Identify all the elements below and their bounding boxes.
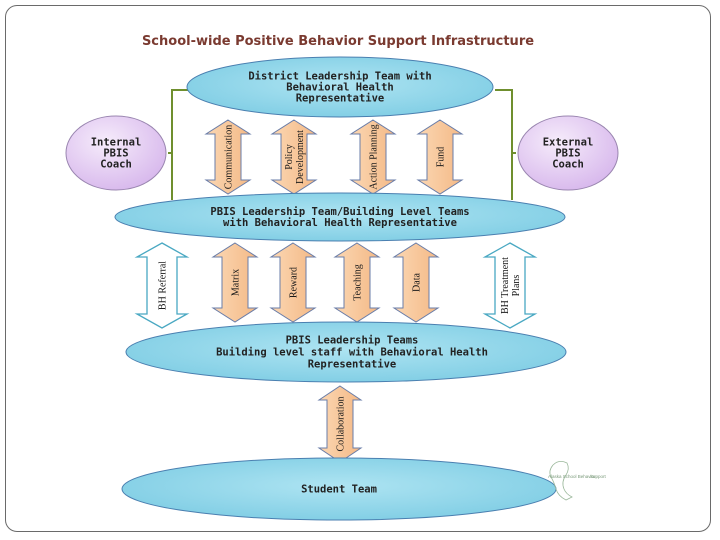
top-arrow-4: Fund [416,119,464,195]
middle-arrow-4-label: Data [412,273,423,292]
external-coach-line: PBIS [555,148,580,160]
page-title: School-wide Positive Behavior Support In… [142,34,534,49]
middle-arrow-3: Teaching [333,242,381,323]
top-arrow-4-shape [416,119,464,195]
pbis-teams-line: PBIS Leadership Teams [286,335,419,347]
district-line: Behavioral Health [286,82,393,94]
pbis-teams-oval [125,321,567,383]
bh-treatment-arrow-shape [482,242,538,329]
right-bracket [495,89,516,200]
pbis-leadership-line: with Behavioral Health Representative [223,217,457,229]
collaboration-arrow: Collaboration [317,385,363,463]
bottom-arrow-group: Collaboration [317,385,363,463]
middle-arrow-2-label: Reward [289,267,300,298]
bh-referral-arrow-label: BH Referral [158,261,169,310]
pbis-leadership-oval [114,192,566,242]
bh-referral-arrow-shape [134,242,190,329]
internal-coach-line: Coach [100,159,132,171]
pbis-teams-line: Building level staff with Behavioral Hea… [216,347,488,359]
top-arrow-3-label: Action Planning [369,124,380,189]
bh-treatment-arrow-label: Plans [511,275,522,297]
bh-treatment-arrow-label: BH Treatment [500,257,511,314]
left-bracket [168,89,188,200]
top-arrow-1: Communication [204,119,252,195]
top-arrow-3: Action Planning [349,119,397,195]
middle-arrow-4: Data [392,242,440,323]
middle-arrow-1-label: Matrix [231,269,242,296]
district-oval [186,56,494,118]
logo-icon: Alaska School Behavior Support [548,461,607,501]
district-oval-label: District Leadership Team withBehavioral … [248,71,431,105]
external-coach-circle [517,115,619,191]
district-line: District Leadership Team with [248,71,431,83]
student-team-line: Student Team [301,484,377,496]
bh-referral-arrow: BH Referral [134,242,190,329]
middle-arrow-1-shape [211,242,259,323]
collaboration-arrow-label: Collaboration [336,397,347,452]
middle-arrow-row: Matrix Reward Teaching Data [211,242,440,323]
middle-arrow-3-label: Teaching [353,264,364,301]
middle-arrow-1: Matrix [211,242,259,323]
internal-coach-line: PBIS [103,148,128,160]
internal-coach-circle [65,115,167,191]
external-coach-line: External [543,137,594,149]
pbis-leadership-oval-label: PBIS Leadership Team/Building Level Team… [210,206,469,229]
svg-text:Alaska School Behavior: Alaska School Behavior [548,474,596,479]
district-line: Representative [296,93,385,105]
external-coach-line: Coach [552,159,584,171]
pbis-teams-line: Representative [308,359,397,371]
top-arrow-2-label: Development [295,130,306,184]
top-arrow-1-shape [204,119,252,195]
student-team-oval-label: Student Team [301,484,377,496]
middle-arrow-4-shape [392,242,440,323]
middle-arrow-2-shape [269,242,317,323]
pbis-leadership-line: PBIS Leadership Team/Building Level Team… [210,206,469,218]
svg-text:Support: Support [590,474,607,479]
top-arrow-4-label: Fund [436,147,447,168]
top-arrow-1-label: Communication [224,125,235,189]
top-arrow-2-label: Policy [284,144,295,170]
middle-arrow-2: Reward [269,242,317,323]
internal-coach-line: Internal [91,137,142,149]
